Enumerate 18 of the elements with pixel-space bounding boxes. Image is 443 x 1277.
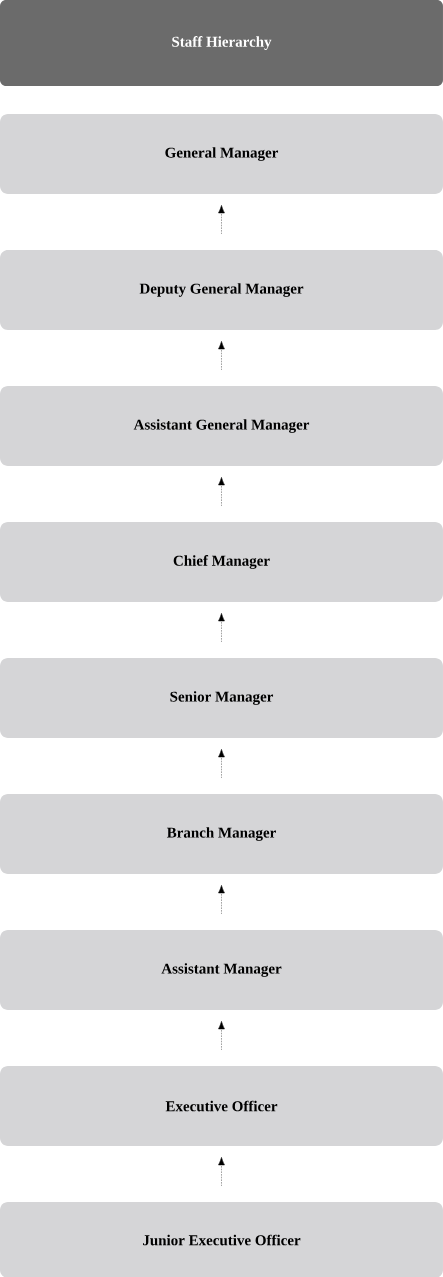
rank-box: Senior Manager [0, 658, 443, 738]
arrow [218, 613, 225, 643]
rank-box: Deputy General Manager [0, 250, 443, 330]
arrow [218, 1021, 225, 1051]
rank-box: Chief Manager [0, 522, 443, 602]
arrow [218, 1157, 225, 1187]
arrow [218, 341, 225, 371]
rank-box: Branch Manager [0, 794, 443, 874]
header-box: Staff Hierarchy [0, 0, 443, 86]
rank-box: Junior Executive Officer [0, 1202, 443, 1277]
rank-box: Assistant General Manager [0, 386, 443, 466]
arrow [218, 885, 225, 915]
arrow [218, 477, 225, 507]
arrow [218, 749, 225, 779]
arrow [218, 205, 225, 235]
rank-box: Executive Officer [0, 1066, 443, 1146]
rank-box: Assistant Manager [0, 930, 443, 1010]
rank-box: General Manager [0, 114, 443, 194]
